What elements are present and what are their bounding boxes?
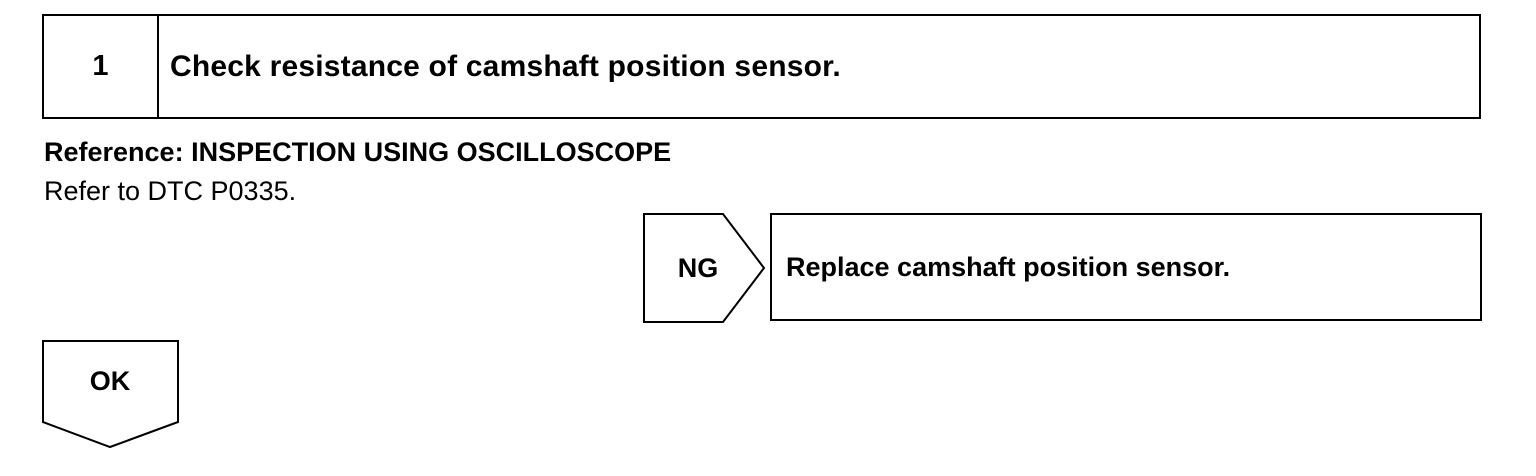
ng-label: NG <box>677 252 719 283</box>
ng-arrow-icon <box>643 213 766 323</box>
step-title: Check resistance of camshaft position se… <box>170 49 841 83</box>
reference-heading: Reference: INSPECTION USING OSCILLOSCOPE <box>44 137 672 167</box>
ng-action-text: Replace camshaft position sensor. <box>786 251 1231 282</box>
ng-action-box: Replace camshaft position sensor. <box>770 213 1482 321</box>
ok-arrow-icon <box>42 340 179 449</box>
step-number: 1 <box>44 16 159 117</box>
ok-label: OK <box>89 365 131 396</box>
step-box: 1 Check resistance of camshaft position … <box>42 14 1481 119</box>
reference-text: Refer to DTC P0335. <box>44 176 297 206</box>
